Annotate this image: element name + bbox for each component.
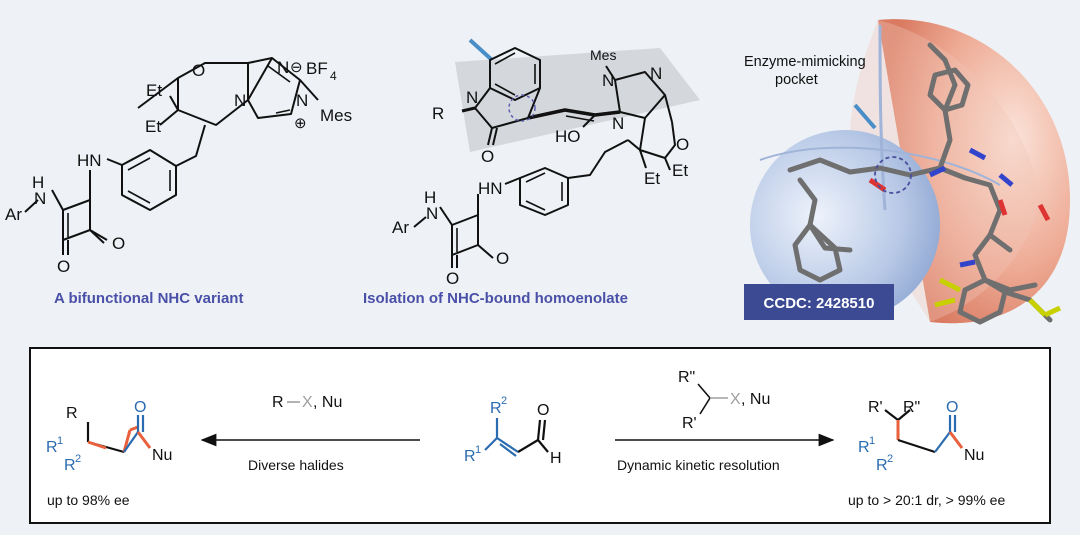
substrate-r2: R: [490, 400, 502, 417]
left-reagent-nu: , Nu: [313, 394, 342, 411]
nhc-atom-et1: Et: [146, 81, 162, 100]
homoenolate-pointer: [468, 38, 494, 62]
homoenolate-atom-ar: Ar: [392, 218, 409, 237]
left-reagents: R X , Nu: [272, 394, 342, 411]
substrate-structure: [484, 418, 549, 457]
right-product-structure: [884, 409, 964, 454]
left-product-labels: R R 1 R 2 O Nu: [46, 399, 172, 474]
nhc-atom-minus: ⊖: [290, 59, 303, 76]
homoenolate-atom-n3: N: [612, 114, 624, 133]
nhc-atom-o: O: [192, 61, 205, 80]
left-product-r2: R: [64, 457, 76, 474]
right-reagent-r1: R': [682, 415, 697, 432]
substrate-r1sup: 1: [475, 444, 481, 456]
homoenolate-atom-n: N: [466, 88, 478, 107]
homoenolate-atom-h: H: [424, 188, 436, 207]
right-condition: Dynamic kinetic resolution: [617, 457, 780, 473]
left-product-r1sup: 1: [57, 435, 63, 447]
right-product-rbsup: 2: [887, 453, 893, 465]
right-reagent-r2: R": [678, 369, 695, 386]
crystal-pocket-marker: [874, 156, 912, 194]
homoenolate-pocket-marker: [508, 94, 536, 122]
left-product-r: R: [66, 405, 78, 422]
crystal-pointer: [853, 103, 877, 130]
homoenolate-atom-ho: HO: [555, 127, 581, 146]
nhc-atom-hn: HN: [77, 151, 102, 170]
ccdc-badge-text: CCDC: 2428510: [764, 295, 875, 312]
right-product-nu: Nu: [964, 447, 984, 464]
nhc-atom-labels: O N N N Et Et ⊖ BF 4 ⊕ Mes HN H N Ar O O: [5, 58, 352, 276]
homoenolate-atom-n4: N: [426, 204, 438, 223]
pocket-label-line1: Enzyme-mimicking: [744, 54, 866, 70]
nhc-atom-plus: ⊕: [294, 115, 307, 132]
homoenolate-atom-hn: HN: [478, 179, 503, 198]
homoenolate-caption: Isolation of NHC-bound homoenolate: [363, 290, 628, 307]
left-product-nu: Nu: [152, 447, 172, 464]
right-product-r1: R': [868, 399, 883, 416]
right-reagent-x: X: [730, 391, 741, 408]
substrate-r2sup: 2: [501, 395, 507, 407]
left-condition: Diverse halides: [248, 457, 344, 473]
nhc-atom-n3: N: [234, 91, 246, 110]
reaction-scheme-box: [29, 347, 1051, 524]
right-ee: up to > 20:1 dr, > 99% ee: [848, 492, 1005, 508]
substrate-h: H: [550, 450, 562, 467]
right-product-o: O: [946, 399, 958, 416]
nhc-atom-n2: N: [296, 91, 308, 110]
left-reagent-r: R: [272, 394, 284, 411]
nhc-atom-h: H: [32, 173, 44, 192]
left-ee: up to 98% ee: [47, 492, 130, 508]
homoenolate-atom-o: O: [481, 147, 494, 166]
right-reagent-nu: , Nu: [741, 391, 770, 408]
nhc-atom-o1: O: [112, 234, 125, 253]
right-reagents: R" R' X , Nu: [678, 369, 770, 432]
homoenolate-atom-n1: N: [602, 71, 614, 90]
right-product-labels: R' R" R 1 R 2 O Nu: [858, 399, 984, 474]
left-product-r1: R: [46, 439, 58, 456]
nhc-structure: [24, 57, 319, 255]
homoenolate-atom-labels: R N O HO Mes N N N O Et Et HN H N Ar O O: [392, 47, 689, 288]
homoenolate-atom-mes: Mes: [590, 47, 616, 63]
nhc-atom-ar: Ar: [5, 205, 22, 224]
left-product-r2sup: 2: [75, 453, 81, 465]
left-reagent-x: X: [302, 394, 313, 411]
nhc-atom-n1: N: [277, 58, 289, 77]
substrate-labels: R 2 R 1 O H: [464, 395, 562, 467]
right-product-ra: R: [858, 439, 870, 456]
right-product-rb: R: [876, 457, 888, 474]
nhc-atom-n: N: [34, 189, 46, 208]
homoenolate-atom-n2: N: [650, 64, 662, 83]
homoenolate-atom-et2: Et: [672, 161, 688, 180]
homoenolate-atom-o3: O: [496, 249, 509, 268]
nhc-atom-et2: Et: [145, 117, 161, 136]
right-product-r2: R": [903, 399, 920, 416]
homoenolate-atom-o4: O: [446, 269, 459, 288]
nhc-atom-mes: Mes: [320, 106, 352, 125]
substrate-o: O: [537, 402, 549, 419]
left-product-structure: [86, 415, 152, 454]
substrate-r1: R: [464, 448, 476, 465]
homoenolate-atom-et1: Et: [644, 169, 660, 188]
homoenolate-atom-o2: O: [676, 135, 689, 154]
homoenolate-atom-r: R: [432, 104, 444, 123]
left-product-o: O: [134, 399, 146, 416]
crystal-atom-highlights: [868, 147, 1062, 318]
pocket-label-line2: pocket: [775, 72, 818, 88]
ccdc-badge: [744, 284, 894, 320]
nhc-atom-bf4: BF: [306, 59, 328, 78]
nhc-atom-o2: O: [57, 257, 70, 276]
right-product-rasup: 1: [869, 435, 875, 447]
homoenolate-structure: [413, 47, 676, 268]
nhc-caption: A bifunctional NHC variant: [54, 290, 243, 307]
nhc-atom-bf4sub: 4: [330, 69, 337, 83]
